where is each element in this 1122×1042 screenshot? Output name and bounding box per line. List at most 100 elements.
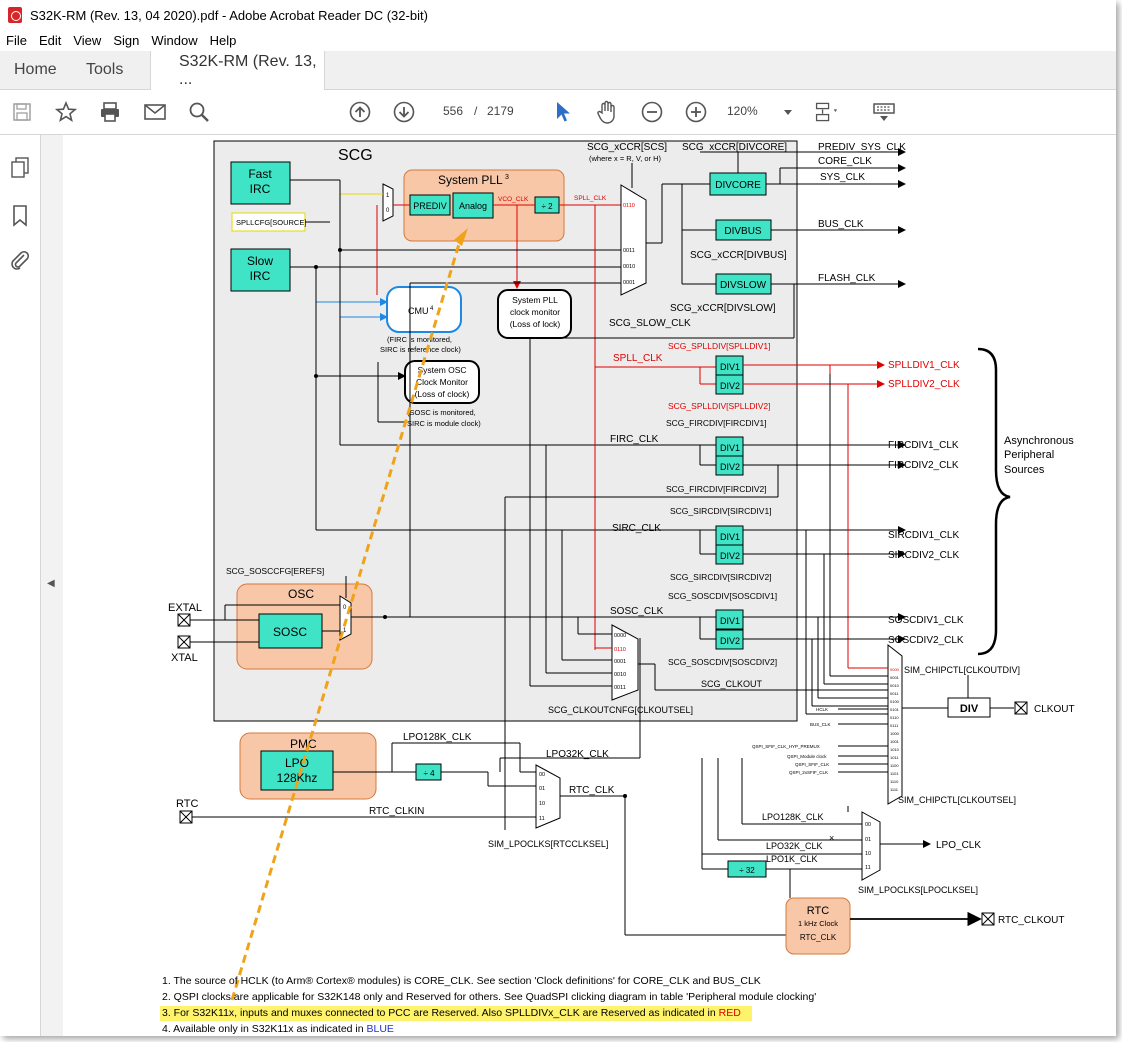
select-cursor-icon[interactable]: [551, 100, 575, 124]
document-page: SCG Fast IRC SPLLCFG[SOURCE] Slow IRC 1 …: [63, 135, 1116, 1036]
menu-window[interactable]: Window: [151, 32, 198, 48]
zoom-level[interactable]: 120%: [727, 104, 758, 118]
acrobat-app-icon: [8, 7, 22, 23]
page-number-input[interactable]: 556: [442, 104, 464, 118]
rtc-code-1: 01: [539, 786, 545, 792]
attachments-icon[interactable]: [9, 249, 31, 276]
print-icon[interactable]: [98, 100, 122, 124]
menu-help[interactable]: Help: [209, 32, 237, 48]
hand-tool-icon[interactable]: [595, 100, 619, 124]
email-icon[interactable]: [143, 100, 167, 124]
pmc-label: PMC: [290, 737, 317, 751]
svg-text:0111: 0111: [890, 723, 899, 728]
splcfg-source-label: SPLLCFG[SOURCE]: [236, 218, 306, 227]
core-clk: CORE_CLK: [818, 156, 872, 167]
sirc-clk: SIRC_CLK: [612, 523, 661, 534]
svg-text:1111: 1111: [890, 787, 899, 792]
osc-label: OSC: [288, 587, 314, 601]
async-label-3: Sources: [1004, 464, 1045, 476]
async-label-2: Peripheral: [1004, 449, 1054, 461]
sircdiv1-clk: SIRCDIV1_CLK: [888, 530, 959, 541]
scg-xccr-divslow: SCG_xCCR[DIVSLOW]: [670, 303, 776, 314]
scg-fircdiv1: SCG_FIRCDIV[FIRCDIV1]: [666, 418, 767, 428]
soscdiv2-clk: SOSCDIV2_CLK: [888, 635, 964, 646]
fircdiv1-clk: FIRCDIV1_CLK: [888, 440, 959, 451]
svg-text:1000: 1000: [890, 731, 900, 736]
note-4: 4. Available only in S32K11x as indicate…: [162, 1023, 394, 1035]
qspi-sfif: QSPI_SFIF_CLK: [795, 762, 829, 767]
tab-home[interactable]: Home: [14, 61, 57, 78]
rtc-code-2: 10: [539, 801, 545, 807]
svg-text:0: 0: [343, 605, 347, 611]
slow-irc-label-2: IRC: [250, 269, 271, 283]
spll-div2: DIV2: [720, 381, 740, 391]
div2-pll-label: ÷ 2: [541, 202, 553, 211]
lpo128k-clk-2: LPO128K_CLK: [762, 812, 824, 822]
tab-tools[interactable]: Tools: [86, 61, 124, 78]
chevron-down-icon[interactable]: [776, 100, 800, 124]
menu-edit[interactable]: Edit: [38, 32, 62, 48]
page-separator: /: [474, 104, 478, 118]
zoom-out-icon[interactable]: [640, 100, 664, 124]
divbus-label: DIVBUS: [724, 226, 762, 237]
toolbar: [0, 90, 1116, 135]
keyboard-icon[interactable]: [872, 100, 896, 124]
save-icon[interactable]: [10, 100, 34, 124]
soscdiv1-clk: SOSCDIV1_CLK: [888, 615, 964, 626]
annotation-arrow: [230, 233, 464, 1001]
clkout-code-4: 0011: [614, 685, 626, 691]
system-pll-label: System PLL: [438, 173, 503, 187]
lpo-code-0: 00: [865, 822, 871, 828]
bookmarks-icon[interactable]: [12, 205, 28, 232]
scg-sircdiv2: SCG_SIRCDIV[SIRCDIV2]: [670, 572, 772, 582]
menu-bar: File Edit View Sign Window Help: [0, 30, 1116, 50]
pll-monitor-2: clock monitor: [510, 307, 560, 317]
scg-sosccfg: SCG_SOSCCFG[EREFS]: [226, 566, 324, 576]
cmu-sup: 4: [430, 306, 434, 312]
scg-soscdiv1: SCG_SOSCDIV[SOSCDIV1]: [668, 591, 777, 601]
fit-page-icon[interactable]: [814, 100, 838, 124]
rtc-block-title: RTC: [807, 905, 829, 917]
note3-highlight: [160, 1006, 752, 1021]
osc-monitor-2: Clock Monitor: [416, 377, 468, 387]
svg-text:1011: 1011: [890, 755, 899, 760]
firc-div2: DIV2: [720, 462, 740, 472]
bus-clk: BUS_CLK: [818, 219, 864, 230]
system-pll-sup: 3: [505, 174, 509, 181]
rtc-label: RTC: [176, 798, 198, 810]
scg-title: SCG: [338, 147, 373, 164]
bookmark-star-icon[interactable]: [54, 100, 78, 124]
svg-text:0010: 0010: [890, 683, 900, 688]
prediv-label: PREDIV: [413, 201, 447, 211]
menu-sign[interactable]: Sign: [113, 32, 140, 48]
collapse-sidebar-icon[interactable]: ◀: [47, 578, 55, 589]
splldiv2-clk: SPLLDIV2_CLK: [888, 379, 960, 390]
lpo-code-3: 11: [865, 865, 871, 871]
lpo32k-clk-2: LPO32K_CLK: [766, 841, 823, 851]
lpo-code-1: 01: [865, 837, 871, 843]
page-thumbnails-icon[interactable]: [10, 157, 30, 184]
sircdiv2-clk: SIRCDIV2_CLK: [888, 550, 959, 561]
sim-lpoclks-lpo: SIM_LPOCLKS[LPOCLKSEL]: [858, 885, 978, 895]
menu-file[interactable]: File: [6, 32, 27, 48]
svg-text:1100: 1100: [890, 763, 899, 768]
scg-clkout: SCG_CLKOUT: [701, 679, 763, 689]
clkout-code-3: 0010: [614, 672, 626, 678]
scg-xccr-scs: SCG_xCCR[SCS]: [587, 142, 667, 153]
scg-clkoutcnfg: SCG_CLKOUTCNFG[CLKOUTSEL]: [548, 705, 693, 715]
scs-code-1: 0011: [623, 248, 635, 254]
menu-view[interactable]: View: [73, 32, 102, 48]
next-page-icon[interactable]: [392, 100, 416, 124]
search-icon[interactable]: [187, 100, 211, 124]
svg-text:1010: 1010: [890, 747, 900, 752]
zoom-in-icon[interactable]: [684, 100, 708, 124]
previous-page-icon[interactable]: [348, 100, 372, 124]
note-4-blue: BLUE: [366, 1023, 394, 1035]
qspi-2x: QSPI_2xSFIF_CLK: [789, 770, 828, 775]
scg-slow-clk: SCG_SLOW_CLK: [609, 318, 691, 329]
svg-text:0000: 0000: [890, 667, 900, 672]
tab-bar: Home Tools S32K-RM (Rev. 13, ...: [0, 51, 1116, 90]
tab-document[interactable]: S32K-RM (Rev. 13, ...: [150, 51, 325, 90]
page-total: 2179: [487, 104, 514, 118]
